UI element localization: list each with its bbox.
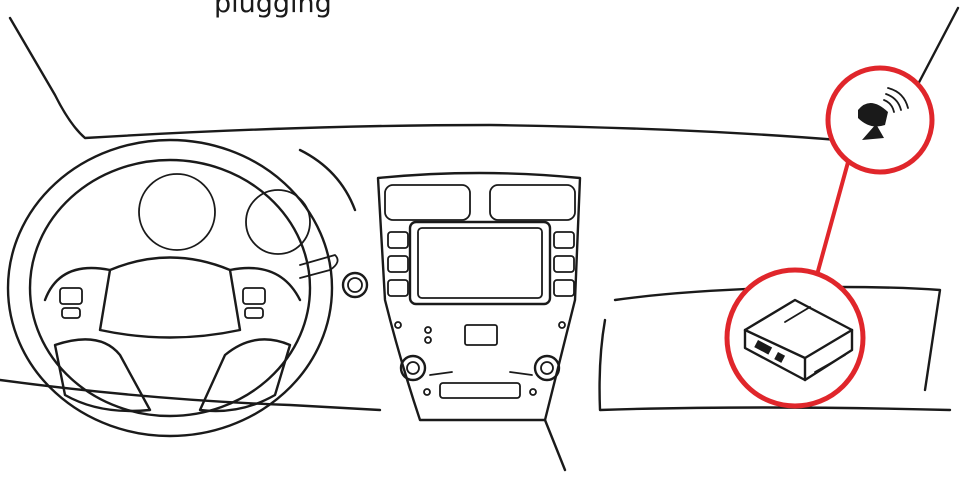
callout-connector — [815, 155, 850, 282]
center-console — [378, 173, 580, 420]
receiver-callout — [727, 270, 863, 406]
windshield-outline — [10, 18, 838, 140]
satellite-callout — [828, 68, 932, 172]
ignition-button — [343, 273, 367, 297]
ignition-button-inner — [348, 278, 362, 292]
console-lower-line — [545, 420, 565, 470]
dashboard-top-line — [300, 150, 355, 210]
windshield-right-pillar — [915, 8, 958, 90]
steering-wheel — [8, 140, 332, 436]
